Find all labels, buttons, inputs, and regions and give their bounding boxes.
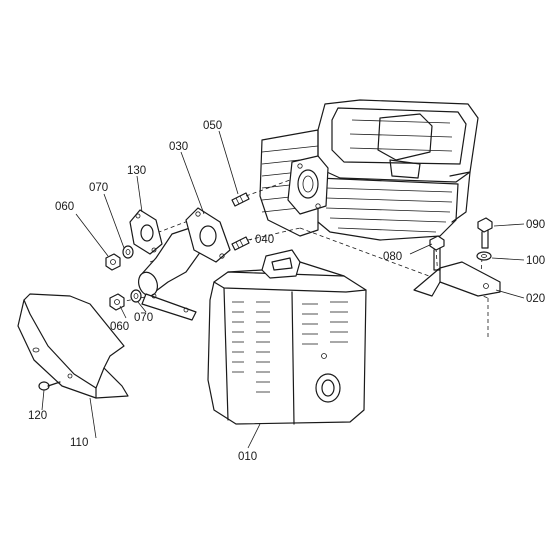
label-030: 030 <box>169 141 188 153</box>
label-040: 040 <box>255 234 274 246</box>
washer-070-upper <box>122 245 134 259</box>
label-090: 090 <box>526 219 545 231</box>
stud-bolt-050 <box>231 192 250 207</box>
screw-120 <box>38 381 61 391</box>
label-100: 100 <box>526 255 545 267</box>
stud-bolt-040 <box>231 236 250 251</box>
heat-shield-110 <box>17 293 129 399</box>
label-070-lower: 070 <box>134 312 153 324</box>
bolt-080 <box>429 235 445 271</box>
label-060-lower: 060 <box>110 321 129 333</box>
washer-100 <box>476 251 492 261</box>
part-labels: 050 030 130 070 060 040 080 090 100 020 … <box>28 120 545 463</box>
gasket-030 <box>185 207 231 263</box>
engine-block <box>259 99 479 241</box>
bolt-090 <box>477 217 493 249</box>
label-050: 050 <box>203 120 222 132</box>
nut-060-lower <box>109 293 125 311</box>
washer-070-lower <box>130 289 142 303</box>
label-070-upper: 070 <box>89 182 108 194</box>
label-130: 130 <box>127 165 146 177</box>
gasket-130 <box>129 209 163 255</box>
label-080: 080 <box>383 251 402 263</box>
label-120: 120 <box>28 410 47 422</box>
label-110: 110 <box>70 437 88 449</box>
bracket-020 <box>413 261 501 297</box>
muffler-010 <box>207 249 367 425</box>
leader-lines <box>41 130 525 449</box>
label-010: 010 <box>238 451 257 463</box>
label-060-upper: 060 <box>55 201 74 213</box>
label-020: 020 <box>526 293 545 305</box>
nut-060-upper <box>105 253 121 271</box>
